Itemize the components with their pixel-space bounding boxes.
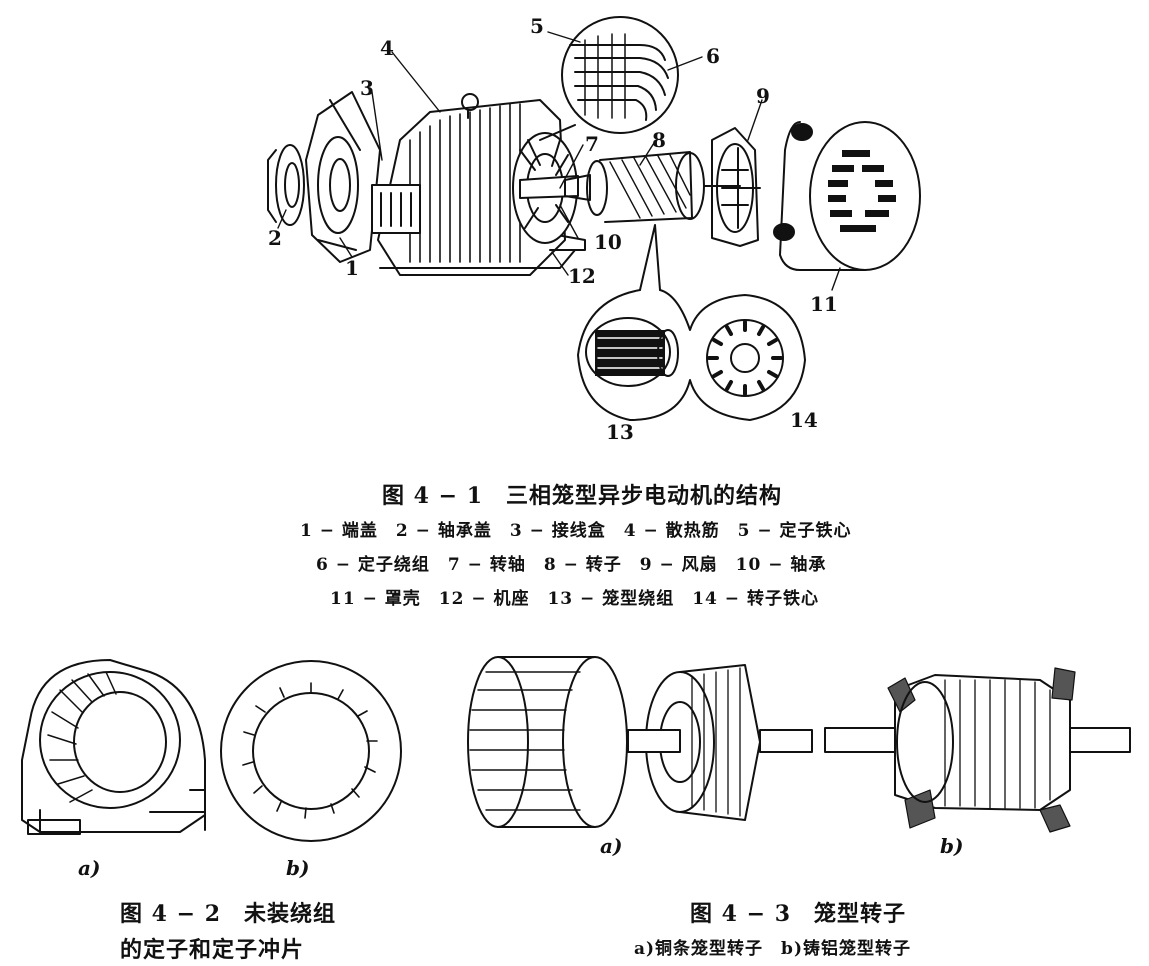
legend-line-1: 1 − 端盖 2 − 轴承盖 3 − 接线盒 4 − 散热筋 5 − 定子铁心 — [300, 521, 852, 541]
stator-lamination-drawing — [220, 660, 402, 842]
callout-13: 13 — [606, 420, 634, 444]
winding-detail-circle — [539, 16, 679, 141]
figure-4-2-caption-line1: 图 4 − 2 未装绕组 — [120, 901, 337, 927]
callout-12: 12 — [568, 264, 596, 288]
stator-winding-end-drawing — [512, 132, 579, 244]
callout-11: 11 — [810, 292, 838, 316]
bearing-cap-drawing — [267, 144, 305, 226]
figure-4-2-sub-a: a) — [78, 856, 101, 880]
figure-4-2-sub-b: b) — [286, 856, 310, 880]
stator-frame-drawing — [21, 659, 206, 835]
callout-14: 14 — [790, 408, 818, 432]
rotor-detail-circles — [577, 224, 806, 421]
fan-drawing — [711, 127, 761, 247]
callout-7: 7 — [585, 132, 599, 156]
callout-10: 10 — [594, 230, 622, 254]
callout-4: 4 — [380, 36, 394, 60]
callout-9: 9 — [756, 84, 770, 108]
callout-3: 3 — [360, 76, 374, 100]
figure-4-3-sub-a: a) — [600, 834, 623, 858]
callout-6: 6 — [706, 44, 720, 68]
figure-4-2-caption-line2: 的定子和定子冲片 — [120, 937, 305, 963]
figure-4-3-caption-line1: 图 4 − 3 笼型转子 — [690, 901, 907, 927]
leader-lines — [277, 31, 841, 291]
callout-8: 8 — [652, 128, 666, 152]
rotor-drawing — [564, 151, 741, 223]
callout-5: 5 — [530, 14, 544, 38]
figure-4-3-sub-b: b) — [940, 834, 964, 858]
end-cover-drawing — [305, 91, 381, 263]
cast-aluminum-rotor-drawing — [824, 667, 1131, 833]
copper-cage-drawing — [467, 656, 628, 828]
figure-4-1-title: 图 4 − 1 三相笼型异步电动机的结构 — [382, 483, 783, 509]
legend-line-2: 6 − 定子绕组 7 − 转轴 8 − 转子 9 − 风扇 10 − 轴承 — [316, 555, 827, 575]
figure-4-3-caption-line2: a)铜条笼型转子 b)铸铝笼型转子 — [634, 939, 911, 959]
legend-line-3: 11 − 罩壳 12 − 机座 13 − 笼型绕组 14 − 转子铁心 — [330, 589, 819, 609]
callout-2: 2 — [268, 226, 282, 250]
callout-1: 1 — [345, 256, 359, 280]
frame-drawing — [371, 93, 586, 276]
fan-cover-drawing — [773, 121, 921, 271]
copper-cage-core-drawing — [627, 664, 813, 821]
